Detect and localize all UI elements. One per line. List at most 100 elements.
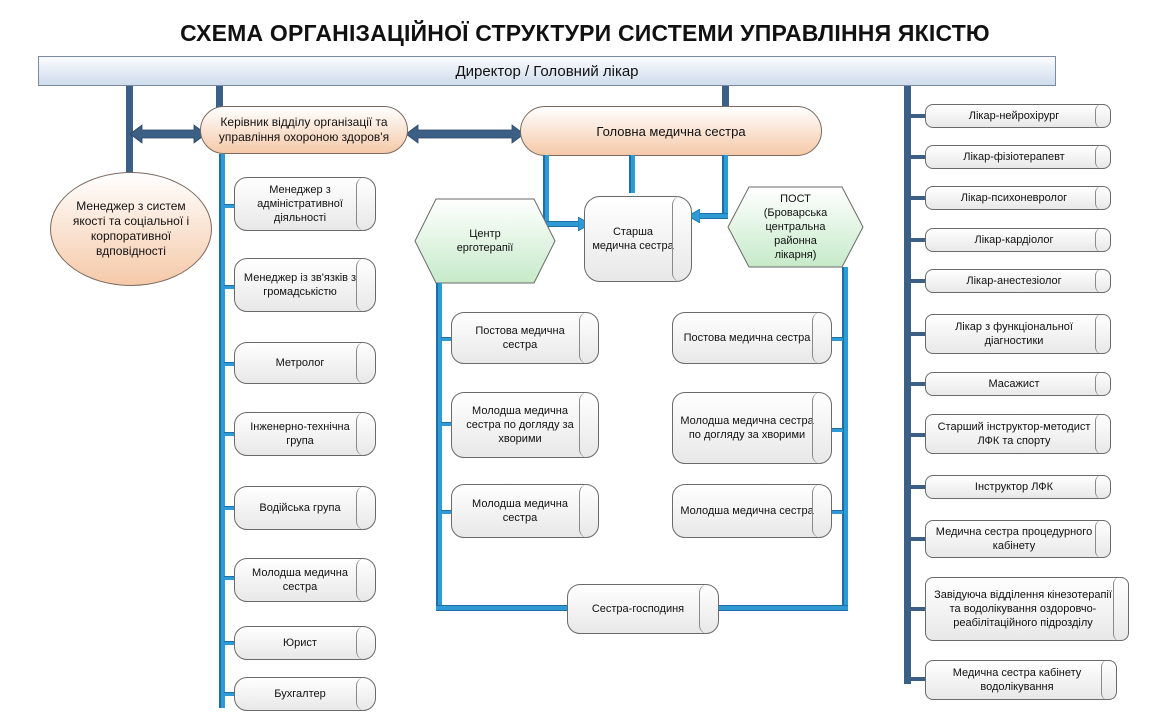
doctor-label: Лікар-кардіолог xyxy=(974,234,1054,246)
dept-staff-label: Метролог xyxy=(275,357,325,369)
arrow-to-senior-right xyxy=(688,209,700,223)
post-staff-item[interactable]: Постова медична сестра xyxy=(672,312,832,364)
dept-staff-label: Молодша медична сестра xyxy=(252,567,348,593)
housekeeper-label: Сестра-господиня xyxy=(591,603,685,615)
dept-staff-item[interactable]: Бухгалтер xyxy=(234,677,376,711)
stub-dept-4 xyxy=(224,432,236,436)
dept-head-label: Керівник відділу організації та управлін… xyxy=(218,115,390,144)
tick-doctor-3 xyxy=(908,196,926,200)
dept-head-box[interactable]: Керівник відділу організації та управлін… xyxy=(200,106,408,154)
dept-staff-label: Менеджер з адміністративної діяльності xyxy=(257,184,343,224)
stub-post-1 xyxy=(830,337,843,341)
post-box[interactable]: ПОСТ (Броварська центральна районна ліка… xyxy=(727,186,864,268)
head-nurse-label: Головна медична сестра xyxy=(596,123,746,139)
housekeeper-line-left xyxy=(436,605,570,611)
post-staff-label: Молодша медична сестра xyxy=(680,505,814,517)
doctor-item[interactable]: Лікар-кардіолог xyxy=(925,228,1111,252)
tick-doctor-2 xyxy=(908,155,926,159)
doctor-label: Інструктор ЛФК xyxy=(974,481,1054,493)
dept-staff-item[interactable]: Інженерно-технічна група xyxy=(234,412,376,456)
stub-dept-5 xyxy=(224,506,236,510)
doctor-item[interactable]: Завідуюча відділення кінезотерапії та во… xyxy=(925,577,1129,641)
doctor-item[interactable]: Лікар-анестезіолог xyxy=(925,269,1111,293)
doctor-item[interactable]: Старший інструктор-методист ЛФК та спорт… xyxy=(925,414,1111,454)
doctor-item[interactable]: Масажист xyxy=(925,372,1111,396)
dept-staff-item[interactable]: Менеджер з адміністративної діяльності xyxy=(234,177,376,231)
stub-ergo-1 xyxy=(441,337,453,341)
tick-doctor-4 xyxy=(908,238,926,242)
director-box[interactable]: Директор / Головний лікар xyxy=(38,56,1056,86)
post-staff-item[interactable]: Молодша медична сестра по догляду за хво… xyxy=(672,392,832,464)
ergo-staff-label: Молодша медична сестра по догляду за хво… xyxy=(466,405,574,445)
tick-doctor-7 xyxy=(908,382,926,386)
dept-staff-item[interactable]: Водійська група xyxy=(234,486,376,530)
stub-dept-6 xyxy=(224,576,236,580)
ergo-staff-label: Постова медична сестра xyxy=(475,325,565,351)
quality-manager-box[interactable]: Менеджер з систем якості та соціальної і… xyxy=(50,172,212,286)
doctor-label: Лікар-нейрохірург xyxy=(968,110,1060,122)
stub-dept-3 xyxy=(224,362,236,366)
ergo-center-label: Центр ерготерапії xyxy=(456,228,514,254)
post-label: ПОСТ (Броварська центральна районна ліка… xyxy=(763,193,828,261)
ergo-center-box[interactable]: Центр ерготерапії xyxy=(414,198,556,284)
director-label: Директор / Головний лікар xyxy=(455,62,639,80)
connector-headnurse-post xyxy=(722,155,728,217)
housekeeper-line-right xyxy=(716,605,848,611)
connector-headnurse-ergo xyxy=(543,155,549,227)
double-arrow-dept-headnurse xyxy=(406,124,524,144)
ergo-staff-item[interactable]: Молодша медична сестра xyxy=(451,484,599,538)
stub-post-2 xyxy=(830,428,843,432)
connector-director-quality xyxy=(126,86,133,176)
quality-manager-label: Менеджер з систем якості та соціальної і… xyxy=(72,199,190,258)
doctor-label: Масажист xyxy=(988,378,1040,390)
post-staff-item[interactable]: Молодша медична сестра xyxy=(672,484,832,538)
stub-dept-7 xyxy=(224,641,236,645)
head-nurse-box[interactable]: Головна медична сестра xyxy=(520,106,822,156)
dept-staff-label: Менеджер із зв'язків з громадськістю xyxy=(243,272,357,298)
dept-staff-label: Водійська група xyxy=(259,502,341,514)
double-arrow-quality-dept xyxy=(130,124,206,144)
connector-headnurse-senior xyxy=(629,155,635,193)
dept-staff-label: Бухгалтер xyxy=(274,688,326,700)
ergo-staff-item[interactable]: Постова медична сестра xyxy=(451,312,599,364)
doctor-label: Лікар-психоневролог xyxy=(960,192,1068,204)
housekeeper-box[interactable]: Сестра-господиня xyxy=(567,584,719,634)
ergo-center-shape xyxy=(414,198,556,284)
doctor-label: Старший інструктор-методист ЛФК та спорт… xyxy=(937,421,1091,447)
dept-staff-label: Юрист xyxy=(283,637,317,649)
stub-dept-2 xyxy=(224,285,236,289)
doctor-item[interactable]: Лікар-нейрохірург xyxy=(925,104,1111,128)
doctor-item[interactable]: Медична сестра процедурного кабінету xyxy=(925,520,1111,558)
doctor-label: Лікар-анестезіолог xyxy=(966,275,1062,287)
connector-post-senior xyxy=(690,213,728,219)
stub-dept-1 xyxy=(224,204,236,208)
tick-doctor-9 xyxy=(908,485,926,489)
dept-staff-item[interactable]: Молодша медична сестра xyxy=(234,558,376,602)
post-staff-label: Молодша медична сестра по догляду за хво… xyxy=(680,415,814,441)
tick-doctor-6 xyxy=(908,332,926,336)
tick-doctor-11 xyxy=(908,607,926,611)
ergo-staff-line xyxy=(436,283,442,611)
dept-staff-line xyxy=(219,154,225,708)
ergo-staff-label: Молодша медична сестра xyxy=(472,498,568,524)
doctor-item[interactable]: Інструктор ЛФК xyxy=(925,475,1111,499)
tick-doctor-12 xyxy=(908,677,926,681)
post-staff-line xyxy=(842,267,848,611)
stub-ergo-3 xyxy=(441,510,453,514)
dept-staff-item[interactable]: Метролог xyxy=(234,342,376,384)
connector-director-headnurse xyxy=(722,86,729,106)
doctor-label: Медична сестра кабінету водолікування xyxy=(952,667,1082,693)
ergo-staff-item[interactable]: Молодша медична сестра по догляду за хво… xyxy=(451,392,599,458)
page-title: СХЕМА ОРГАНІЗАЦІЙНОЇ СТРУКТУРИ СИСТЕМИ У… xyxy=(180,20,990,46)
dept-staff-item[interactable]: Юрист xyxy=(234,626,376,660)
doctor-item[interactable]: Лікар-фізіотерапевт xyxy=(925,145,1111,169)
tick-doctor-8 xyxy=(908,433,926,437)
senior-nurse-box[interactable]: Старша медична сестра xyxy=(584,196,692,282)
doctor-item[interactable]: Лікар-психоневролог xyxy=(925,186,1111,210)
senior-nurse-label: Старша медична сестра xyxy=(592,226,674,252)
tick-doctor-5 xyxy=(908,279,926,283)
doctor-item[interactable]: Медична сестра кабінету водолікування xyxy=(925,660,1117,700)
tick-doctor-1 xyxy=(908,114,926,118)
doctor-item[interactable]: Лікар з функціональної діагностики xyxy=(925,314,1111,354)
dept-staff-item[interactable]: Менеджер із зв'язків з громадськістю xyxy=(234,258,376,312)
